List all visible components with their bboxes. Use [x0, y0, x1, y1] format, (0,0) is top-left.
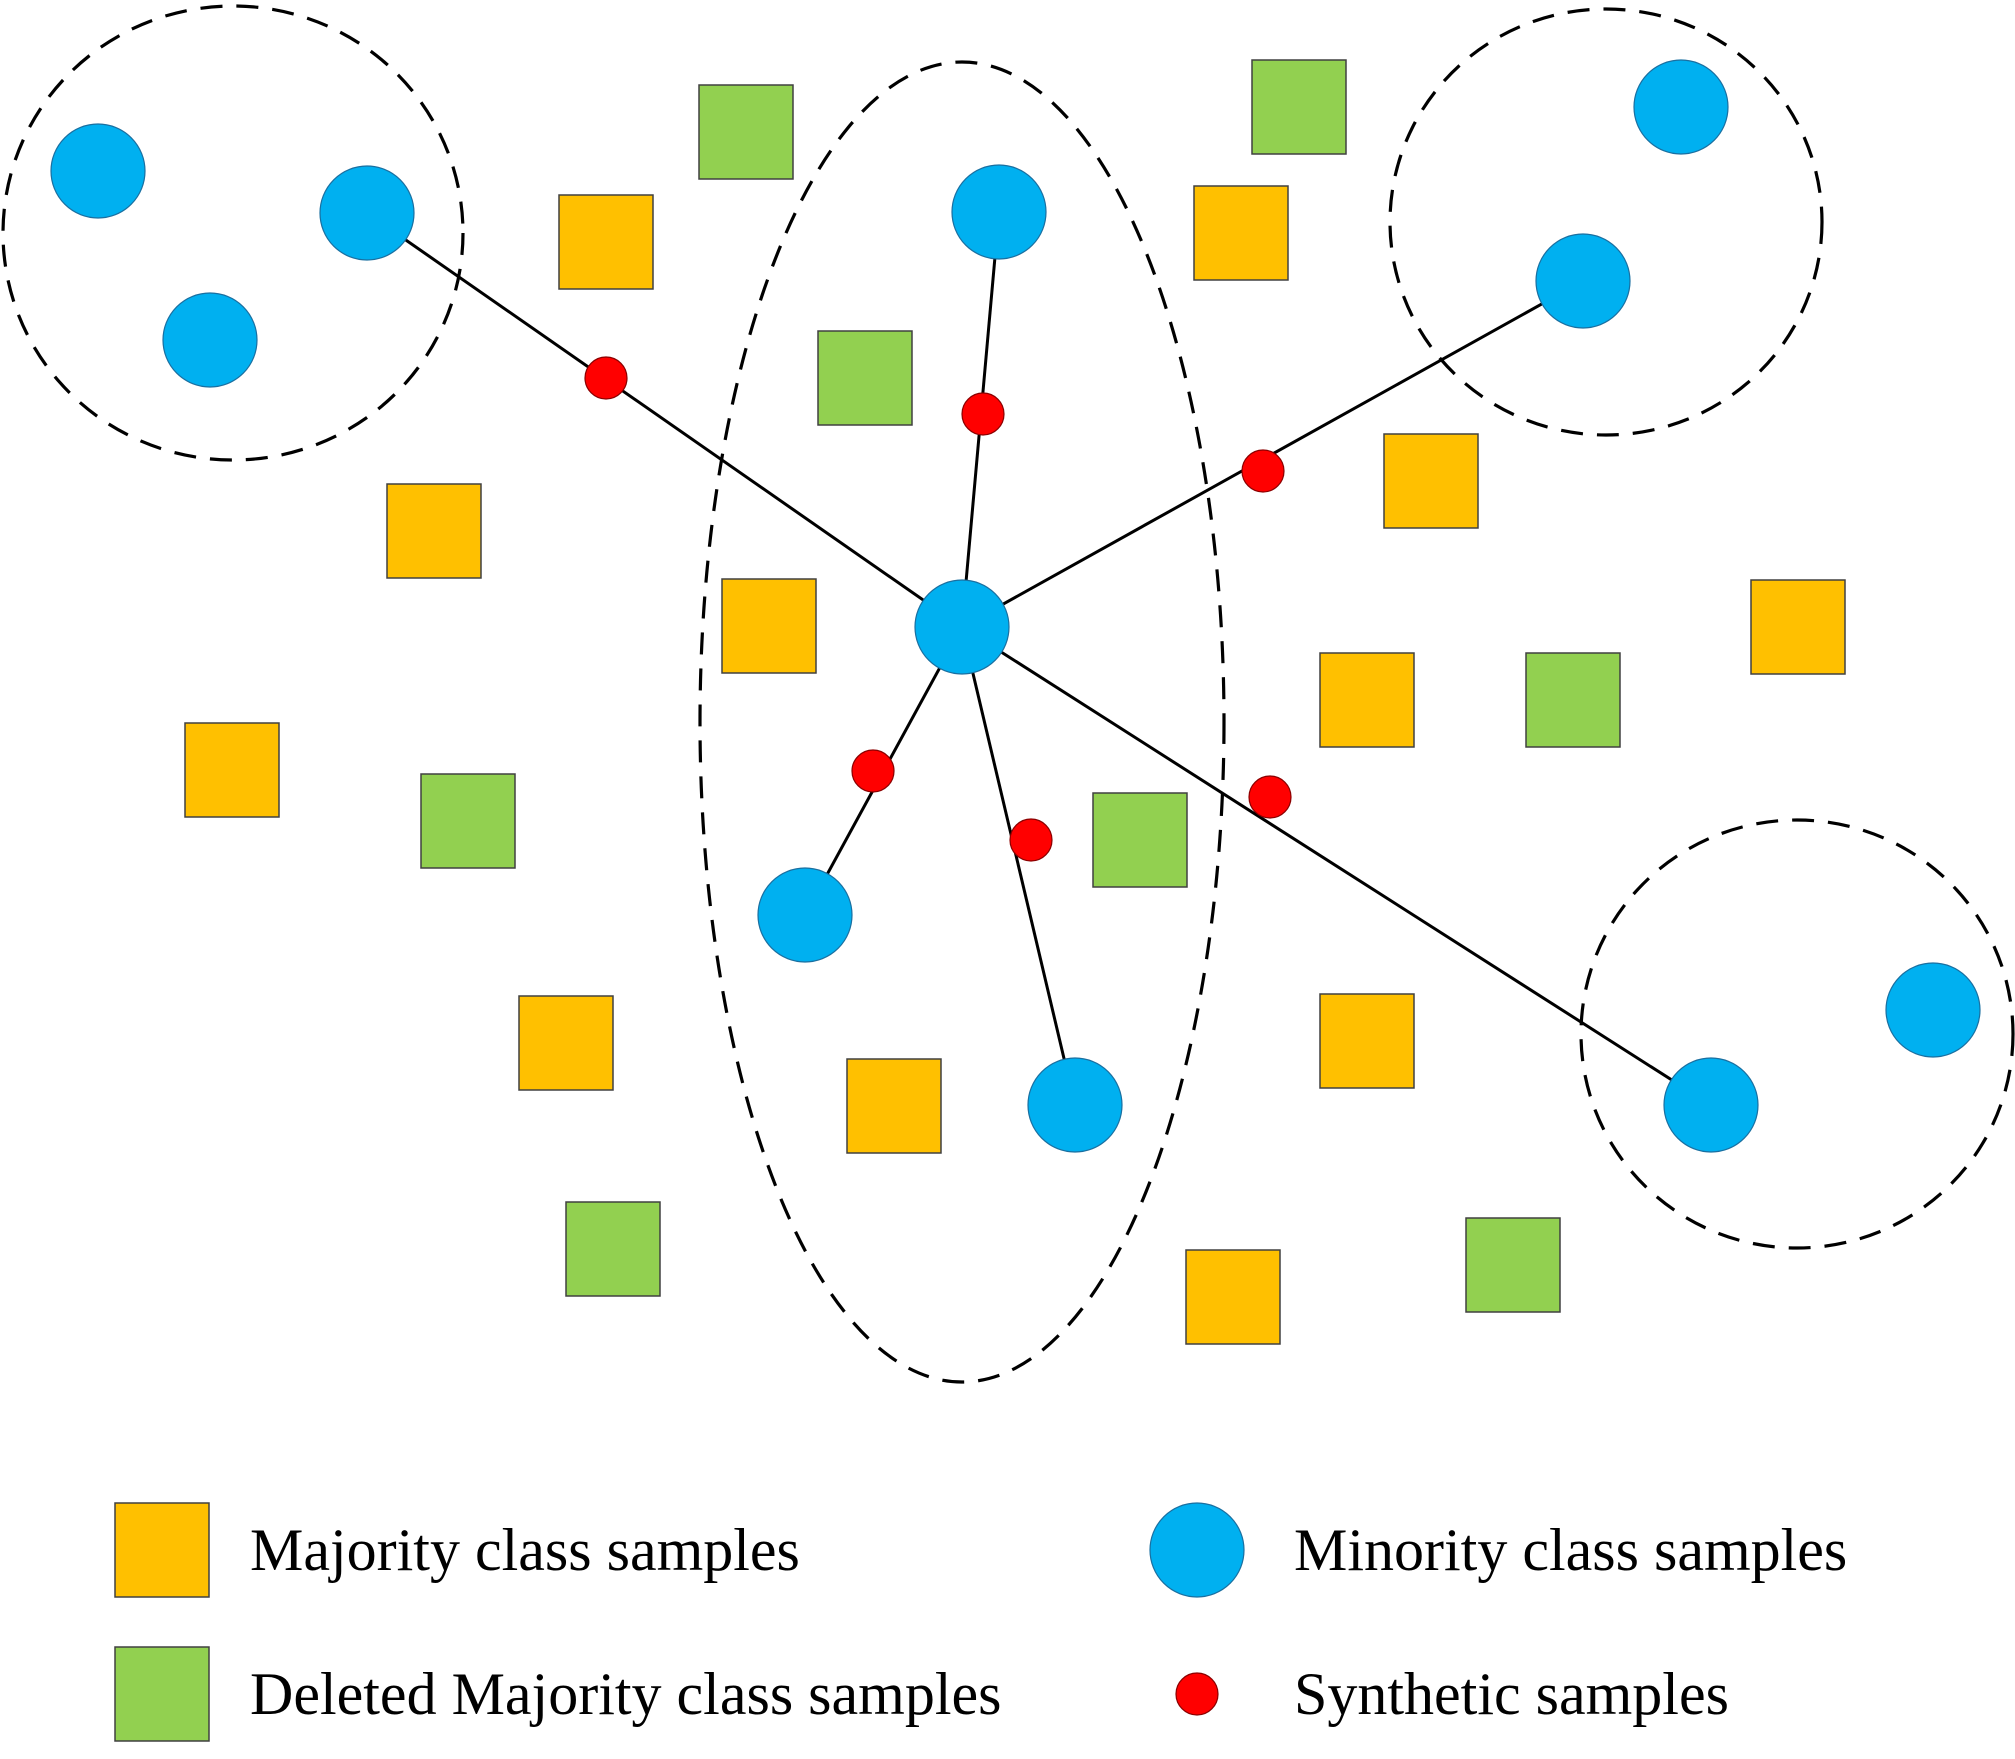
majority-samples: [184, 185, 1846, 1345]
majority-sample: [184, 722, 280, 818]
majority-sample: [1383, 433, 1479, 529]
minority-sample: [951, 164, 1047, 260]
majority-sample: [846, 1058, 942, 1154]
legend-item-deleted: Deleted Majority class samples: [114, 1646, 1001, 1742]
interpolation-lines: [366, 211, 1712, 1107]
deleted-majority-sample: [420, 773, 516, 869]
majority-sample: [1319, 993, 1415, 1089]
deleted-majority-sample: [1251, 59, 1347, 155]
deleted-majority-sample: [1092, 792, 1188, 888]
legend-deleted-label: Deleted Majority class samples: [250, 1661, 1001, 1727]
deleted-majority-samples: [420, 59, 1621, 1313]
synthetic-sample: [1248, 775, 1292, 819]
legend-item-synthetic: Synthetic samples: [1175, 1661, 1729, 1727]
minority-sample: [1885, 962, 1981, 1058]
synthetic-sample: [851, 749, 895, 793]
minority-sample: [757, 867, 853, 963]
legend-synthetic-swatch: [1175, 1672, 1219, 1716]
minority-sample-center: [914, 579, 1010, 675]
legend-synthetic-label: Synthetic samples: [1294, 1661, 1729, 1727]
synthetic-sample: [584, 356, 628, 400]
link-center-topleft: [366, 211, 963, 629]
neighborhood-regions: [1, 4, 2015, 1384]
minority-sample: [162, 292, 258, 388]
synthetic-sample: [1009, 818, 1053, 862]
legend-deleted-swatch: [114, 1646, 210, 1742]
deleted-majority-sample: [817, 330, 913, 426]
minority-sample: [1633, 59, 1729, 155]
majority-sample: [721, 578, 817, 674]
legend-majority-label: Majority class samples: [250, 1517, 800, 1583]
region-bottom-right: [1579, 818, 2015, 1250]
synthetic-sample: [961, 392, 1005, 436]
minority-sample: [319, 165, 415, 261]
majority-sample: [518, 995, 614, 1091]
deleted-majority-sample: [698, 84, 794, 180]
legend-minority-label: Minority class samples: [1294, 1517, 1847, 1583]
legend-item-minority: Minority class samples: [1149, 1502, 1847, 1598]
link-center-bottom: [960, 626, 1077, 1106]
legend-item-majority: Majority class samples: [114, 1502, 800, 1598]
region-top-left: [1, 4, 465, 462]
synthetic-sample: [1241, 449, 1285, 493]
majority-sample: [1193, 185, 1289, 281]
region-top-right: [1388, 7, 1824, 437]
deleted-majority-sample: [1525, 652, 1621, 748]
majority-sample: [386, 483, 482, 579]
region-center: [698, 60, 1226, 1384]
majority-sample: [558, 194, 654, 290]
majority-sample: [1319, 652, 1415, 748]
legend: Majority class samples Deleted Majority …: [114, 1502, 1847, 1742]
majority-sample: [1185, 1249, 1281, 1345]
minority-sample: [1663, 1057, 1759, 1153]
majority-sample: [1750, 579, 1846, 675]
link-center-bottomright: [961, 625, 1712, 1107]
legend-majority-swatch: [114, 1502, 210, 1598]
synthetic-samples: [584, 356, 1292, 862]
minority-sample: [1027, 1057, 1123, 1153]
legend-minority-swatch: [1149, 1502, 1245, 1598]
minority-samples: [50, 59, 1981, 1153]
deleted-majority-sample: [565, 1201, 661, 1297]
minority-sample: [1535, 233, 1631, 329]
deleted-majority-sample: [1465, 1217, 1561, 1313]
minority-sample: [50, 123, 146, 219]
